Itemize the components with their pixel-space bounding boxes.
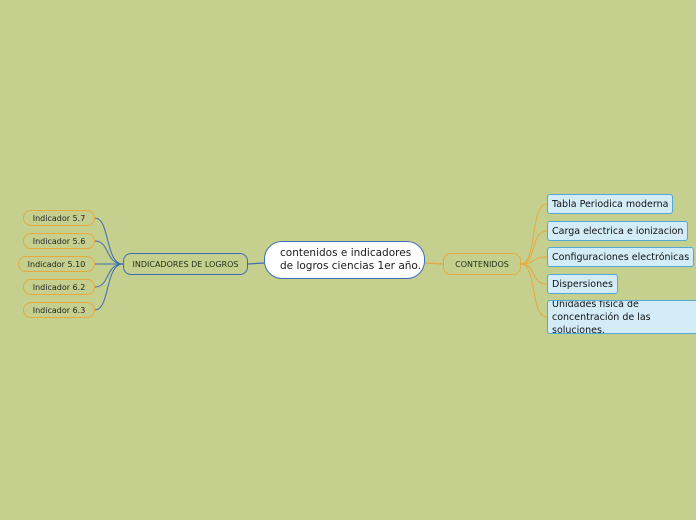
content-label: Carga electrica e ionizacion xyxy=(552,225,684,237)
indicator-node-4[interactable]: Indicador 6.2 xyxy=(23,279,95,295)
content-node-2[interactable]: Carga electrica e ionizacion xyxy=(547,221,689,241)
central-topic-node[interactable]: contenidos e indicadores de logros cienc… xyxy=(264,241,425,279)
indicator-label: Indicador 6.3 xyxy=(32,305,86,315)
central-topic-text: contenidos e indicadores de logros cienc… xyxy=(280,247,421,272)
indicadores-branch-node[interactable]: INDICADORES DE LOGROS xyxy=(123,253,248,275)
content-node-3[interactable]: Configuraciones electrónicas xyxy=(547,247,695,267)
contenidos-branch-node[interactable]: CONTENIDOS xyxy=(443,253,521,275)
indicator-label: Indicador 5.6 xyxy=(32,236,86,246)
indicadores-branch-label: INDICADORES DE LOGROS xyxy=(132,259,239,269)
content-label: Unidades física de concentración de las … xyxy=(552,300,651,334)
indicator-label: Indicador 6.2 xyxy=(32,282,86,292)
content-label: Configuraciones electrónicas xyxy=(552,251,690,263)
content-node-5[interactable]: Unidades física de concentración de las … xyxy=(547,300,696,334)
indicator-label: Indicador 5.10 xyxy=(27,259,86,269)
contenidos-branch-label: CONTENIDOS xyxy=(455,259,509,269)
indicator-node-1[interactable]: Indicador 5.7 xyxy=(23,210,95,226)
content-label: Dispersiones xyxy=(552,278,613,290)
content-label: Tabla Periodica moderna xyxy=(552,198,669,210)
content-node-4[interactable]: Dispersiones xyxy=(547,274,618,294)
indicator-node-5[interactable]: Indicador 6.3 xyxy=(23,302,95,318)
indicator-node-2[interactable]: Indicador 5.6 xyxy=(23,233,95,249)
content-node-1[interactable]: Tabla Periodica moderna xyxy=(547,194,674,214)
indicator-label: Indicador 5.7 xyxy=(32,213,86,223)
indicator-node-3[interactable]: Indicador 5.10 xyxy=(18,256,95,272)
